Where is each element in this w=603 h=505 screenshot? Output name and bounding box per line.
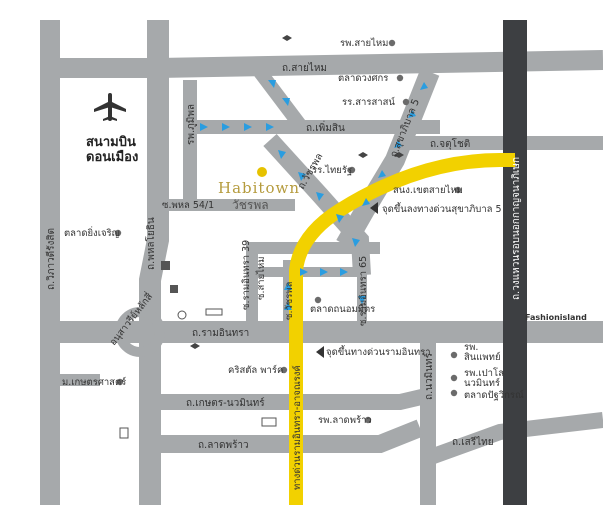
label-exit-ram-inthra: จุดขึ้นทางด่วนรามอินทรา [326, 345, 431, 358]
site-dot [257, 167, 267, 177]
label-kaset: ม.เกษตรศาสตร์ [62, 376, 126, 388]
carrefour-icon [190, 35, 404, 349]
poi-dot-sarasat [402, 98, 410, 106]
label-exit-sukhaphiban5: จุดขึ้นลงทางด่วนสุขาภิบาล 5 [382, 202, 502, 215]
direction-arrows [200, 80, 428, 310]
road-sai-mai [50, 50, 603, 78]
label-siam-2: สินแพทย์ [464, 351, 501, 363]
label-paolo-1: รพ.เปาโล [464, 367, 504, 379]
label-ram-inthra: ถ.รามอินทรา [192, 328, 249, 339]
label-pattarasiri: ตลาดปัฐวิกรณ์ [464, 389, 524, 401]
exit-marker-ram-inthra [316, 346, 324, 358]
label-vibhavadi: ถ.วิภาวดีรังสิต [45, 228, 57, 290]
building-icon-3 [261, 417, 277, 427]
building-icon-4 [119, 427, 129, 439]
poi-dot-thairat [348, 166, 356, 174]
label-sai-mai-hospital: รพ.สายไหม [340, 37, 388, 49]
airport-line2: ดอนเมือง [86, 149, 138, 165]
project-name-th: วัชรพล [232, 198, 269, 212]
poi-dot-district [454, 186, 462, 194]
label-phumiphon: รพ.ภูมิพล [186, 104, 197, 145]
label-watthanasorn: ตลาดวงศกร [338, 73, 388, 84]
label-crystal: คริสตัล พาร์ค [228, 364, 283, 376]
poi-dot-siam [450, 351, 458, 359]
label-chatuchot: ถ.จตุโชติ [430, 137, 470, 150]
building-icon-5 [170, 285, 178, 293]
label-talad-bon-mitr: ตลาดถนอมมิตร [310, 304, 375, 315]
road-inner-loop [246, 242, 380, 322]
poi-dot-ying-charoen [114, 229, 122, 237]
label-ying-charoen: ตลาดยิ่งเจริญ [64, 226, 120, 239]
poi-dot-paolo [450, 374, 458, 382]
building-icon-2 [205, 308, 223, 316]
star-icon [177, 310, 187, 320]
label-seri-thai: ถ.เสรีไทย [452, 436, 494, 448]
label-sai-mai: ถ.สายไหม [282, 62, 327, 74]
label-district: สนง.เขตสายไหม [393, 184, 463, 196]
label-latphrao-hospital: รพ.ลาดพร้าว [318, 415, 372, 426]
label-phahon-soi: ซ.พหล 54/1 [162, 200, 214, 211]
project-name-en: Habitown [218, 179, 300, 197]
poi-dot-pattarasiri [450, 389, 458, 397]
road-phahon-yothin [139, 20, 169, 505]
label-soi-65: ซ.รามอินทรา 65 [358, 256, 369, 326]
label-paolo-2: นวมินทร์ [464, 377, 500, 389]
poi-dot-kaset [116, 378, 124, 386]
road-sai-mai-diag [254, 67, 306, 130]
poi-dot-talad-bon-mitr [314, 296, 322, 304]
airplane-icon [94, 93, 126, 121]
label-siam-1: รพ. [464, 342, 478, 353]
building-icon [161, 261, 170, 270]
label-phahon-yothin: ถ.พหลโยธิน [144, 217, 157, 270]
poi-markers [114, 39, 462, 424]
poi-dot-sai-mai-hospital [388, 39, 396, 47]
label-fashion-island: Fashionisland [525, 313, 587, 322]
road-seri-thai [425, 412, 603, 466]
label-sarasat: รร.สารสาสน์ [342, 96, 395, 108]
route-expressway [289, 153, 515, 505]
label-lat-phrao: ถ.ลาดพร้าว [198, 439, 249, 451]
label-watcharaphon-small: ซ.วัชรพล [284, 281, 295, 320]
label-phimsin: ถ.เพิ่มสิน [306, 120, 345, 134]
label-expressway: ทางด่วนรามอินทรา-อาจณรงค์ [291, 365, 303, 490]
poi-dot-watthanasorn [396, 74, 404, 82]
poi-dot-crystal [280, 366, 288, 374]
label-nawamin: ถ.นวมินทร์ [423, 352, 435, 400]
roundabout [115, 307, 165, 357]
exit-marker-sukhaphiban5 [370, 202, 378, 214]
label-kanchanaphisek: ถ.วงแหวนรอบนอกกาญจนาภิเษก [511, 157, 522, 300]
label-soi-39: ซ.รามอินทรา 39 [241, 240, 252, 310]
poi-dot-latphrao [364, 416, 372, 424]
airport-line1: สนามบิน [86, 135, 136, 150]
label-sainai: ซ.สายไหม [255, 257, 267, 300]
label-kaset-nawamin: ถ.เกษตร-นวมินทร์ [186, 397, 265, 409]
road-lat-phrao [150, 419, 424, 453]
label-thairat: รร.ไทยรัฐ [312, 164, 352, 176]
